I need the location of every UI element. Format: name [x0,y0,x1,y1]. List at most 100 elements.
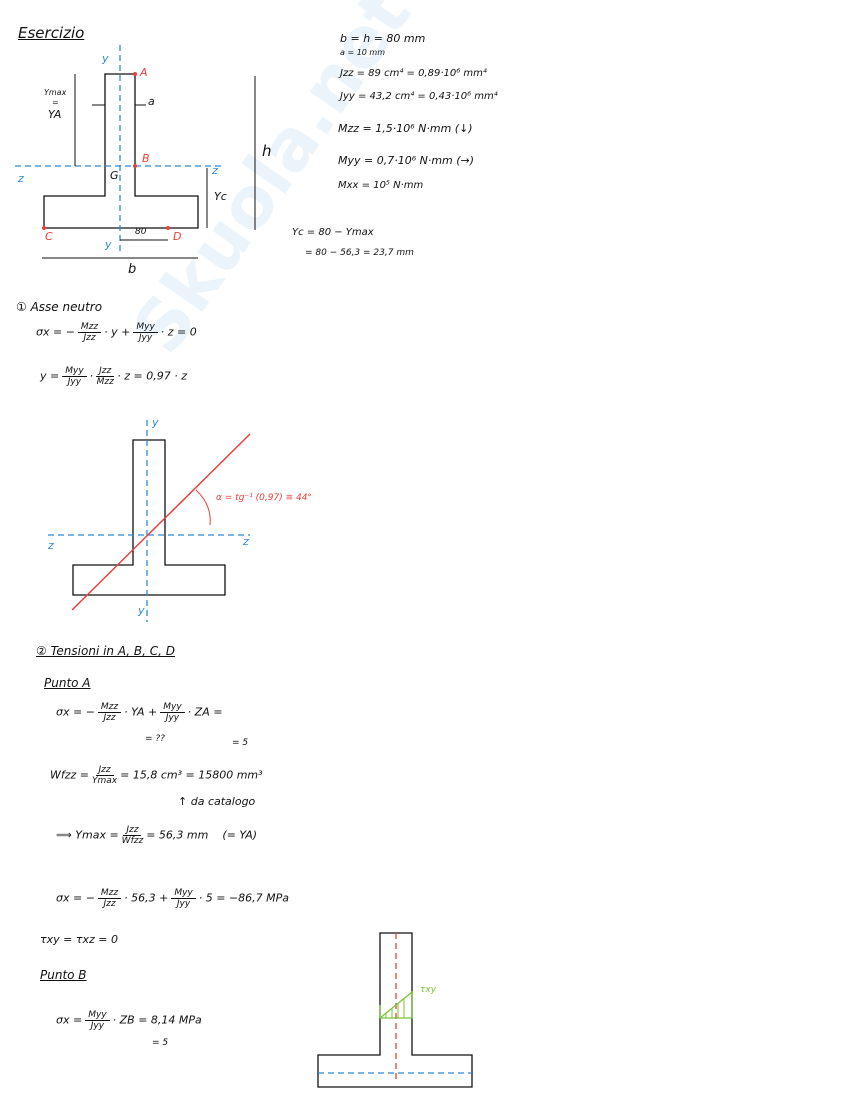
text: · ZA = [187,705,223,719]
text: Mzz [97,702,122,713]
text: σx = − [56,705,95,719]
fig1-label-g: G [110,169,119,182]
text: = 15,8 cm³ = 15800 mm³ [120,768,263,782]
text: ⟹ Ymax = [56,828,119,842]
fig1-yc: Yc [214,190,227,203]
fig1-y-top: y [102,52,109,65]
given-bh: b = h = 80 mm [340,32,426,45]
text: Myy [160,702,185,713]
text: + [148,705,158,719]
text: Jzz [103,713,116,723]
text: · YA [124,705,145,719]
fig1-label-b: B [142,152,150,165]
text: · 5 = −86,7 MPa [198,891,290,905]
text: · y + [104,325,131,339]
t-section-figure-1 [15,45,256,259]
text: · ZB = 8,14 MPa [112,1013,202,1027]
text: σx = − [56,891,95,905]
text: Wfzz = [50,768,90,782]
fig1-ymax: Ymax [44,88,67,97]
ya-note: = ?? [145,734,165,744]
shear-diagram [378,990,413,1019]
text: Mzz [77,322,102,333]
fig2-y-bot: y [138,604,145,617]
za-note: = 5 [232,738,249,748]
fig2-z-left: z [48,539,54,552]
text: Wfzz [121,836,144,846]
text: Myy [171,888,196,899]
point-d [166,226,170,230]
text: Jyy [176,899,191,909]
fig1-label-a: A [140,66,148,79]
text: da catalogo [190,795,256,808]
given-jyy: Jyy = 43,2 cm⁴ = 0,43·10⁶ mm⁴ [340,91,498,102]
text: Ymax [92,776,118,786]
fig3-tau-label: τxy [420,985,437,995]
text: Mzz [97,888,122,899]
fig2-y-top: y [152,416,159,429]
point-b [133,164,137,168]
fig1-z-left: z [18,172,24,185]
section1-heading: ① Asse neutro [16,300,103,314]
yc-line1: Yc = 80 − Ymax [292,227,374,238]
fig1-label-d: D [173,230,182,243]
fig1-dim-80: 80 [135,227,147,237]
text: (= YA) [222,828,258,842]
given-jzz: Jzz = 89 cm⁴ = 0,89·10⁶ mm⁴ [340,68,487,79]
text: Jzz [103,899,116,909]
punto-a-heading: Punto A [44,676,91,690]
fig1-y-bot: y [105,238,112,251]
fig1-b: b [128,262,137,277]
text: Jyy [138,333,153,343]
given-myy: Myy = 0,7·10⁶ N·mm (→) [338,154,475,167]
given-a: a = 10 mm [340,48,385,57]
point-a [133,72,137,76]
text: Mzz [96,377,114,387]
given-mxx: Mxx = 10⁵ N·mm [338,180,424,191]
tau-zero: τxy = τxz = 0 [40,933,118,946]
text: Myy [85,1010,110,1021]
text: Jzz [123,825,142,836]
given-mzz: Mzz = 1,5·10⁶ N·mm (↓) [338,122,473,135]
fig1-a: a [148,95,155,108]
text: · z = 0,97 · z [117,369,187,383]
alpha-annotation: α = tg⁻¹ (0,97) ≅ 44° [216,493,312,503]
fig2-z-right: z [243,535,249,548]
text: Jzz [95,765,114,776]
text: σx = − [36,325,75,339]
neutral-axis-line [71,433,251,611]
fig1-ya: YA [48,108,62,121]
t-section-figure-2 [48,420,251,622]
fig1-label-c: C [45,230,53,243]
text: σx = [56,1013,83,1027]
text: Jyy [67,377,82,387]
section2-heading: ② Tensioni in A, B, C, D [36,644,176,658]
page-title: Esercizio [18,24,85,42]
text: = 56,3 mm [146,828,209,842]
zb-note: = 5 [152,1038,169,1048]
fig1-h: h [262,142,272,160]
text: Jzz [83,333,96,343]
text: · z = 0 [160,325,197,339]
text: Jyy [90,1021,105,1031]
point-c [42,226,46,230]
fig1-z-right: z [212,164,218,177]
